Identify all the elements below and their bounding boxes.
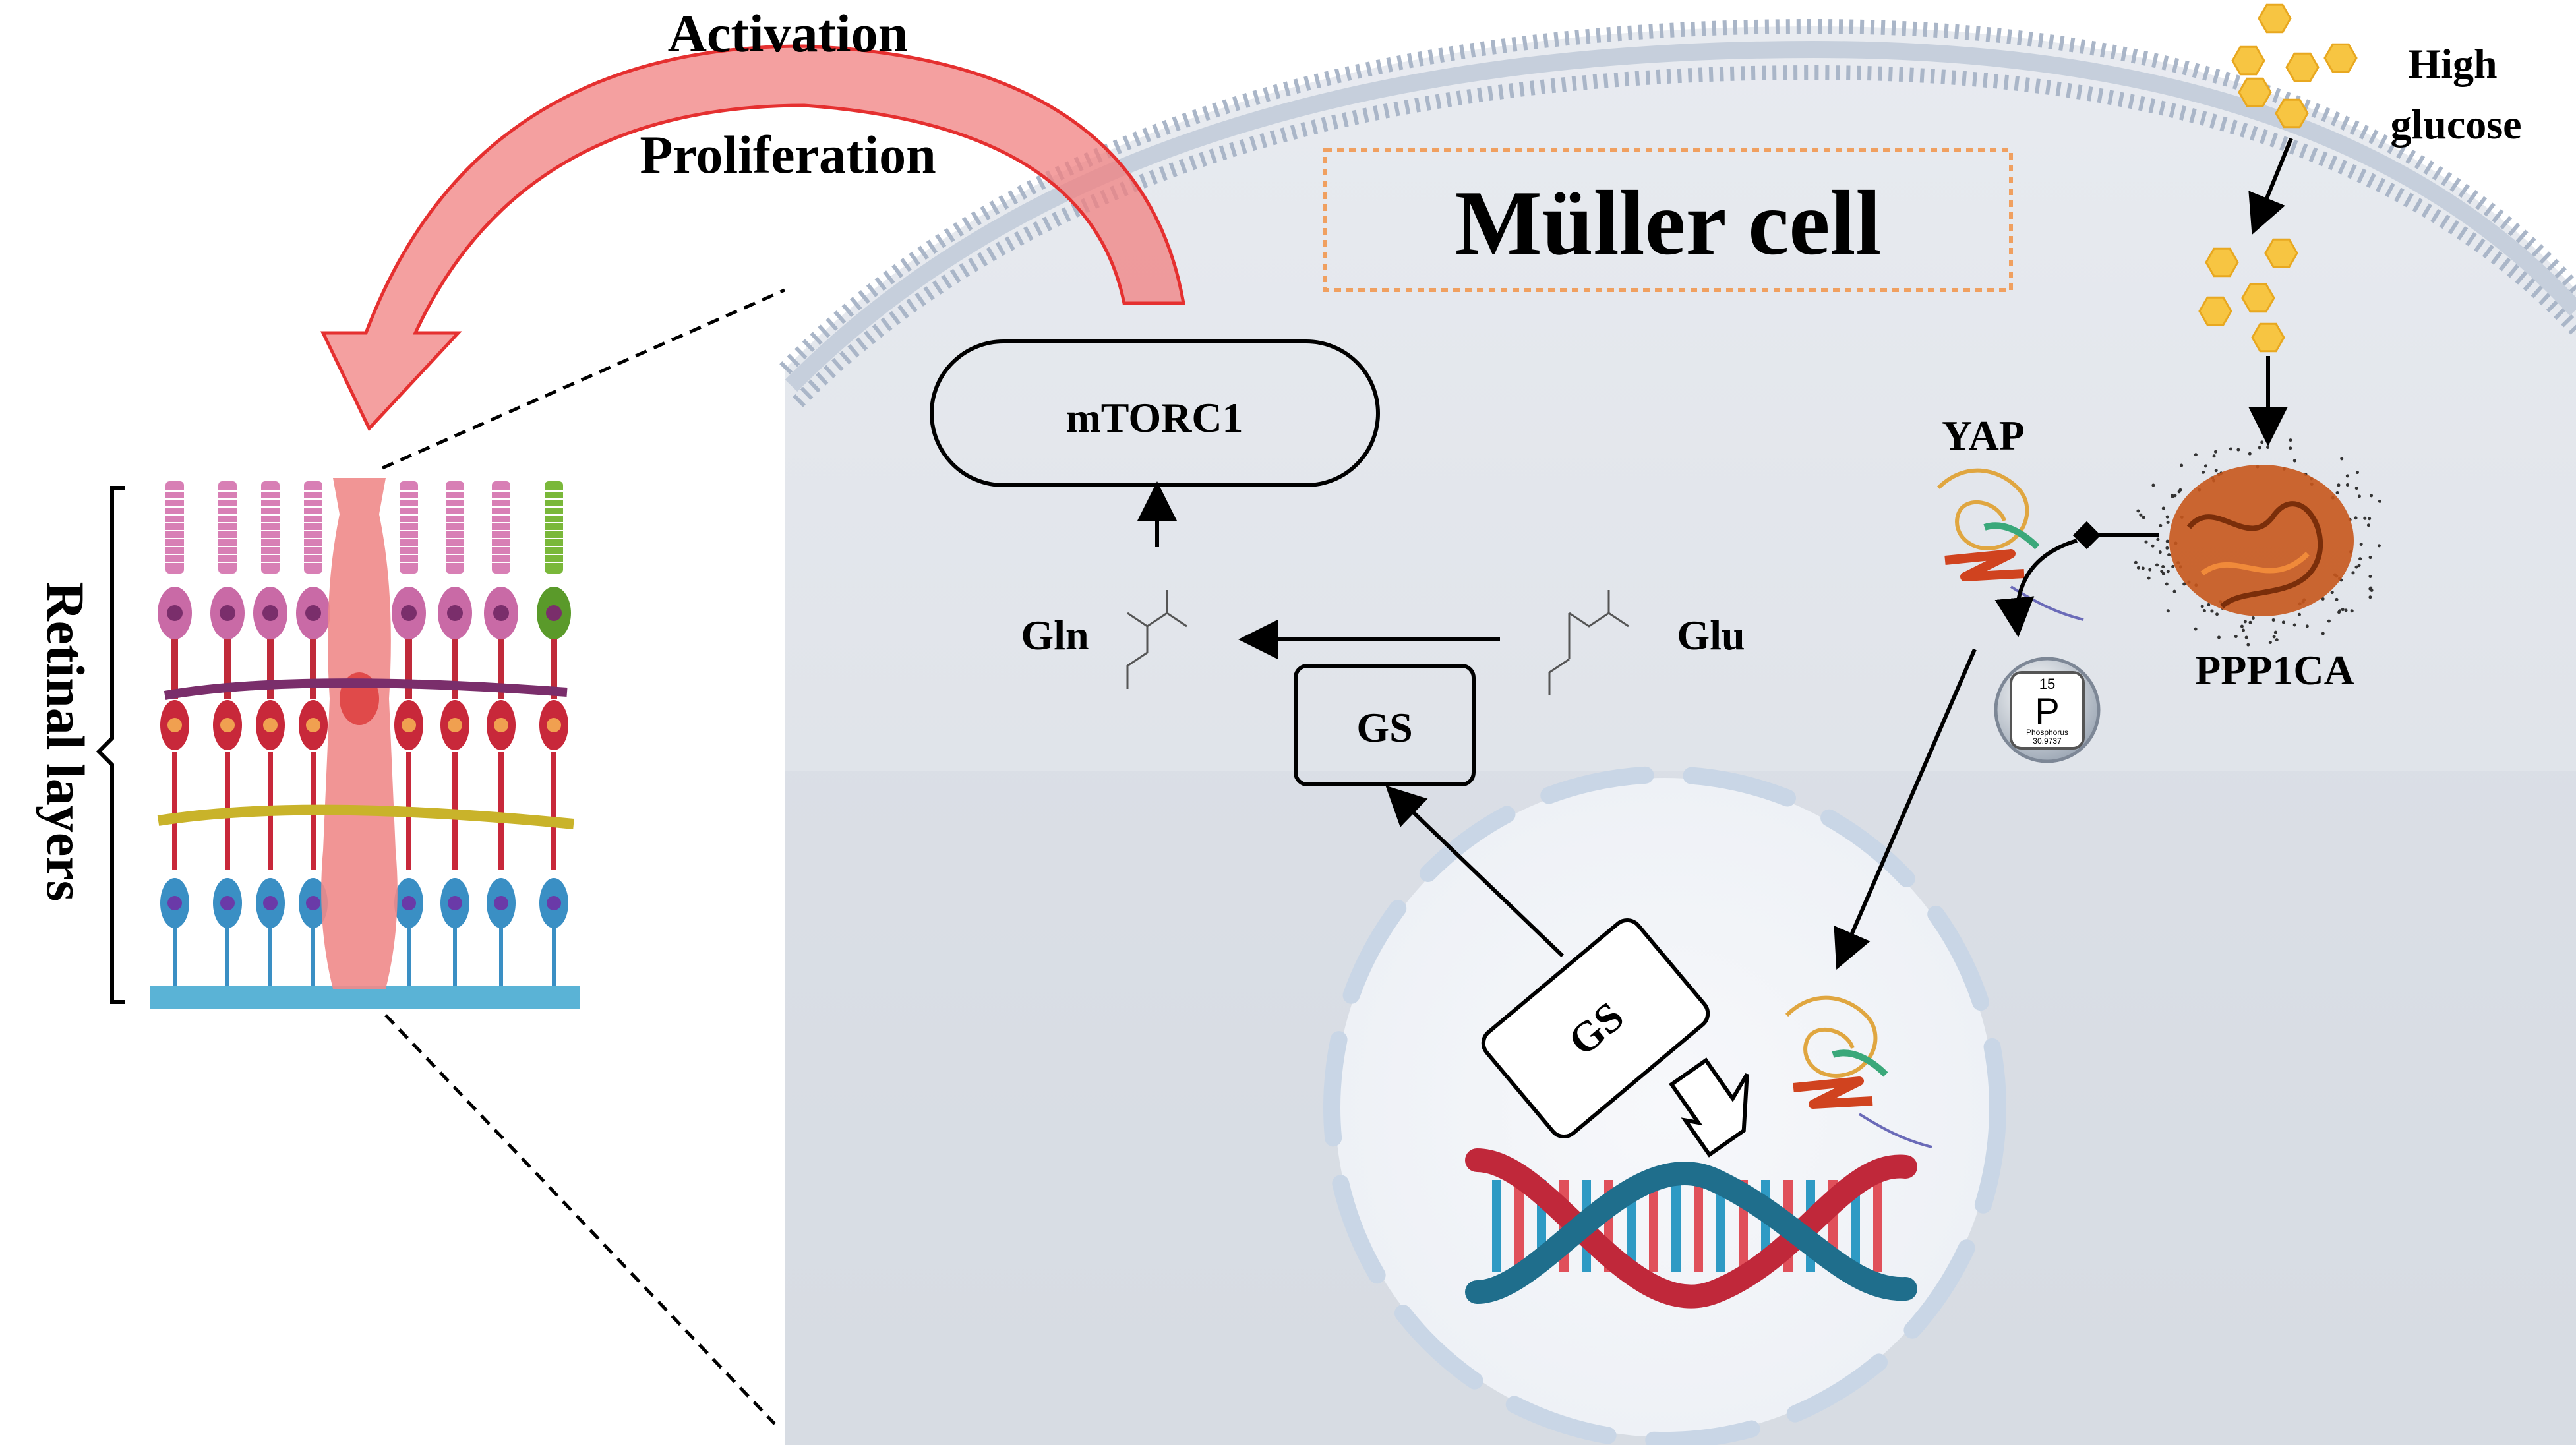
ppp1ca-label: PPP1CA bbox=[2195, 647, 2354, 693]
gs-nucleus-box: GS bbox=[1481, 918, 1710, 1139]
glucose-hexagon bbox=[2258, 3, 2292, 34]
zoom-line-bottom bbox=[384, 1014, 776, 1425]
glucose-hexagon bbox=[2205, 247, 2239, 278]
glu-structure bbox=[1548, 590, 1629, 695]
glu-label: Glu bbox=[1677, 612, 1745, 659]
mtorc1-label: mTORC1 bbox=[1065, 394, 1243, 441]
muller-cell-title: Müller cell bbox=[1455, 172, 1882, 274]
retinal-layers-label: Retinal layers bbox=[36, 581, 96, 901]
glucose-hexagon bbox=[2241, 283, 2275, 313]
phosphate-icon: 15 P Phosphorus 30.9737 bbox=[1994, 657, 2101, 763]
glucose-entry-arrow bbox=[2248, 137, 2293, 235]
proliferation-label: Proliferation bbox=[640, 125, 936, 185]
nucleus bbox=[1323, 766, 2006, 1445]
dna-helix bbox=[1465, 1148, 1917, 1309]
gs-export-arrow bbox=[1385, 785, 1565, 958]
transcription-arrow bbox=[1669, 1057, 1749, 1158]
photoreceptor-cell bbox=[158, 481, 192, 986]
photoreceptor-cell bbox=[210, 481, 245, 986]
yap-nuclear-icon bbox=[1785, 995, 1932, 1148]
dephosphorylation-arrow bbox=[1994, 539, 2078, 637]
glucose-molecules bbox=[2198, 3, 2358, 353]
muller-cell-title-box bbox=[1323, 148, 2013, 292]
photoreceptor-cell bbox=[392, 481, 426, 986]
phosphorus-number: 15 bbox=[2039, 676, 2055, 692]
gs-cytoplasm-label: GS bbox=[1356, 704, 1412, 751]
photoreceptor-cell bbox=[484, 481, 518, 986]
phosphorus-symbol: P bbox=[2035, 690, 2059, 732]
ppp1ca-protein-icon bbox=[2134, 438, 2381, 647]
glucose-hexagon bbox=[2264, 238, 2298, 268]
zoom-line-top bbox=[381, 288, 786, 470]
phosphorus-mass: 30.9737 bbox=[2033, 736, 2062, 746]
glucose-hexagon bbox=[2231, 45, 2265, 76]
activation-arrow bbox=[320, 44, 1185, 432]
glucose-hexagon bbox=[2285, 52, 2320, 82]
phosphorus-name: Phosphorus bbox=[2026, 728, 2068, 737]
glucose-hexagon bbox=[2198, 296, 2232, 326]
yap-nuclear-translocation-arrow bbox=[1834, 648, 1977, 970]
glucose-hexagon bbox=[2275, 98, 2309, 129]
photoreceptor-cell bbox=[537, 481, 571, 986]
glucose-hexagon bbox=[2323, 43, 2358, 73]
photoreceptor-cell bbox=[253, 481, 287, 986]
high-glucose-label-line1: High bbox=[2408, 40, 2497, 87]
yap-label: YAP bbox=[1942, 412, 2025, 459]
activation-label: Activation bbox=[668, 3, 908, 63]
photoreceptor-cell bbox=[438, 481, 472, 986]
gln-label: Gln bbox=[1021, 612, 1089, 659]
retina-illustration bbox=[150, 478, 580, 1009]
glucose-hexagon bbox=[2251, 322, 2285, 353]
retinal-layers-bracket bbox=[96, 486, 125, 1004]
gs-cytoplasm-box bbox=[1294, 664, 1476, 786]
gln-structure bbox=[1126, 590, 1187, 689]
glucose-hexagon bbox=[2238, 77, 2272, 107]
high-glucose-label-line2: glucose bbox=[2390, 101, 2521, 148]
